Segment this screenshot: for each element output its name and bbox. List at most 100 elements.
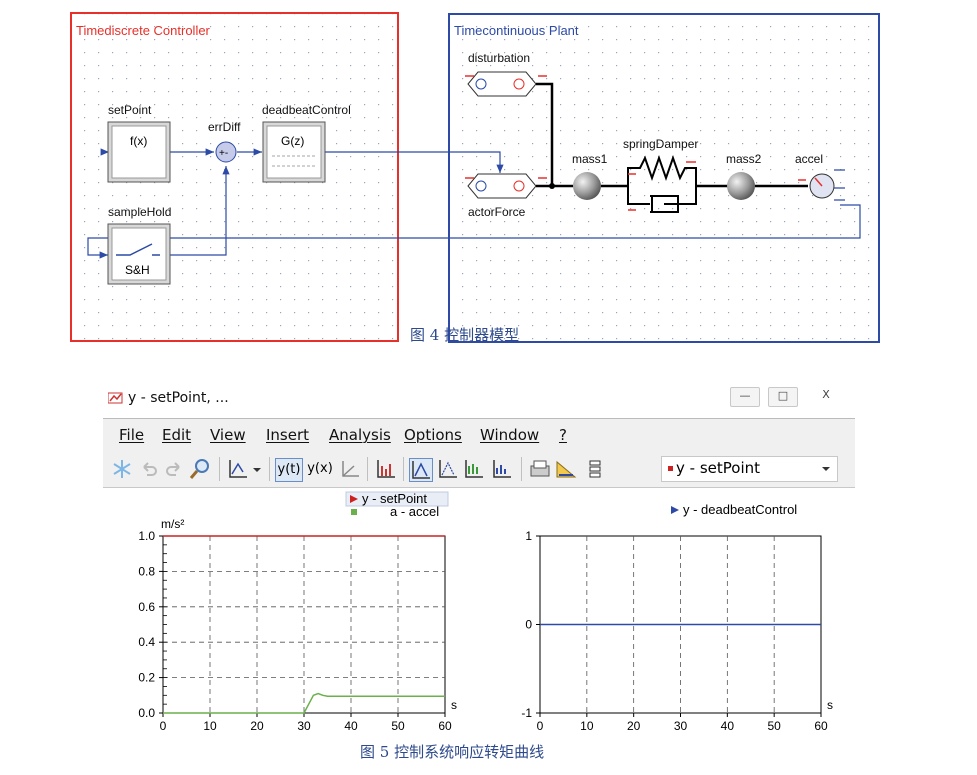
- setpoint-block[interactable]: setPoint f(x): [107, 103, 171, 183]
- y-tick-label: 0.8: [138, 564, 155, 578]
- controller-group-title: Timediscrete Controller: [76, 23, 211, 38]
- redo-icon[interactable]: [163, 458, 185, 480]
- toolbar: y(t) y(x) y - setPoint: [103, 449, 855, 488]
- menu-analysis[interactable]: Analysis: [329, 426, 391, 444]
- samplehold-block[interactable]: sampleHold S&H: [107, 205, 171, 285]
- chart-type-icon[interactable]: [227, 458, 249, 480]
- x-tick-label: 60: [814, 719, 828, 733]
- samplehold-text: S&H: [125, 263, 150, 277]
- legend-label: y - setPoint: [362, 491, 427, 506]
- axes-icon[interactable]: [339, 458, 361, 480]
- zoom-icon[interactable]: [189, 458, 211, 480]
- area-chart-icon[interactable]: [437, 458, 459, 480]
- x-tick-label: 30: [674, 719, 688, 733]
- plant-group-frame[interactable]: [448, 13, 880, 343]
- menu-options[interactable]: Options: [404, 426, 462, 444]
- y-tick-label: 0: [525, 618, 532, 632]
- y-tick-label: -1: [521, 706, 532, 720]
- x-tick-label: 20: [250, 719, 264, 733]
- setpoint-label: setPoint: [108, 103, 152, 117]
- close-button[interactable]: X: [822, 388, 830, 401]
- actorforce-label: actorForce: [468, 205, 526, 219]
- mass1-label: mass1: [572, 152, 608, 166]
- legend-label: a - accel: [390, 504, 439, 519]
- line-chart-icon[interactable]: [409, 458, 433, 482]
- undo-icon[interactable]: [138, 458, 160, 480]
- accel-label: accel: [795, 152, 823, 166]
- list-icon[interactable]: [583, 458, 605, 480]
- app-icon: [108, 392, 123, 404]
- x-tick-label: 60: [438, 719, 452, 733]
- x-tick-label: 0: [160, 719, 167, 733]
- setpoint-function-text: f(x): [130, 134, 147, 148]
- legend-highlight: [345, 491, 449, 507]
- x-tick-label: 20: [627, 719, 641, 733]
- deadbeatcontrol-label: deadbeatControl: [262, 103, 351, 117]
- y-of-x-button[interactable]: y(x): [307, 461, 333, 476]
- menu-bar: File Edit View Insert Analysis Options W…: [103, 418, 855, 449]
- menu-view[interactable]: View: [210, 426, 246, 444]
- x-tick-label: 0: [537, 719, 544, 733]
- y-tick-label: 1: [525, 529, 532, 543]
- x-axis-label: s: [451, 698, 457, 712]
- errdiff-sign-text: +-: [219, 148, 228, 159]
- x-tick-label: 50: [767, 719, 781, 733]
- variable-select-value: y - setPoint: [676, 459, 760, 477]
- plot-window: y - setPoint, ... — □ X File Edit View I…: [100, 383, 855, 758]
- chevron-down-icon[interactable]: [821, 465, 831, 473]
- x-tick-label: 10: [203, 719, 217, 733]
- plot-frame: [162, 535, 446, 714]
- window-title: y - setPoint, ...: [128, 390, 229, 406]
- minimize-button[interactable]: —: [730, 387, 760, 407]
- bracket2-chart-icon[interactable]: [491, 458, 513, 480]
- menu-window[interactable]: Window: [480, 426, 540, 444]
- legend-marker: [350, 495, 358, 503]
- y-tick-label: 0.0: [138, 706, 155, 720]
- ruler-icon[interactable]: [555, 458, 577, 480]
- mass2-block[interactable]: mass2: [726, 152, 762, 200]
- samplehold-label: sampleHold: [108, 205, 171, 219]
- menu-file[interactable]: File: [119, 426, 145, 444]
- accel-sensor-block[interactable]: accel: [795, 152, 845, 201]
- springdamper-block[interactable]: springDamper: [623, 137, 698, 213]
- x-tick-label: 30: [297, 719, 311, 733]
- y-tick-label: 0.2: [138, 671, 155, 685]
- snowflake-icon[interactable]: [111, 458, 133, 480]
- chevron-down-icon[interactable]: [251, 458, 263, 480]
- chart-deadbeatcontrol[interactable]: 0 10 20 30 40 50 60 -1 0 1 s y - deadbeatControl: [473, 488, 853, 758]
- menu-help[interactable]: ?: [559, 426, 567, 444]
- menu-edit[interactable]: Edit: [162, 426, 192, 444]
- window-titlebar[interactable]: y - setPoint, ... — □ X: [100, 383, 855, 413]
- y-axis-label: m/s²: [161, 517, 184, 531]
- errdiff-label: errDiff: [208, 120, 241, 134]
- deadbeatcontrol-function-text: G(z): [281, 134, 304, 148]
- legend-marker: [671, 506, 679, 514]
- bracket-chart-icon[interactable]: [463, 458, 485, 480]
- legend-marker: [351, 509, 357, 515]
- plant-group-title: Timecontinuous Plant: [454, 23, 579, 38]
- y-tick-label: 0.4: [138, 635, 155, 649]
- actorforce-block[interactable]: actorForce: [465, 173, 547, 219]
- deadbeatcontrol-block[interactable]: deadbeatControl G(z): [262, 103, 351, 183]
- x-tick-label: 10: [580, 719, 594, 733]
- figure-4-caption: 图 4 控制器模型: [410, 326, 519, 344]
- controller-group-frame[interactable]: [70, 12, 399, 342]
- series-line-aaccel: [163, 692, 445, 714]
- errdiff-block[interactable]: errDiff +-: [208, 120, 241, 163]
- x-tick-label: 40: [344, 719, 358, 733]
- menu-insert[interactable]: Insert: [266, 426, 310, 444]
- figure-5-caption: 图 5 控制系统响应转矩曲线: [360, 743, 545, 761]
- x-axis-label: s: [827, 698, 833, 712]
- y-of-t-button[interactable]: y(t): [275, 458, 303, 482]
- variable-color-swatch: [668, 466, 673, 471]
- bar-chart-icon[interactable]: [375, 458, 397, 480]
- export-icon[interactable]: [529, 458, 551, 480]
- legend-label: y - deadbeatControl: [683, 502, 797, 517]
- maximize-button[interactable]: □: [768, 387, 798, 407]
- y-tick-label: 1.0: [138, 529, 155, 543]
- variable-select[interactable]: y - setPoint: [661, 456, 838, 482]
- x-tick-label: 40: [721, 719, 735, 733]
- mass1-block[interactable]: mass1: [572, 152, 608, 200]
